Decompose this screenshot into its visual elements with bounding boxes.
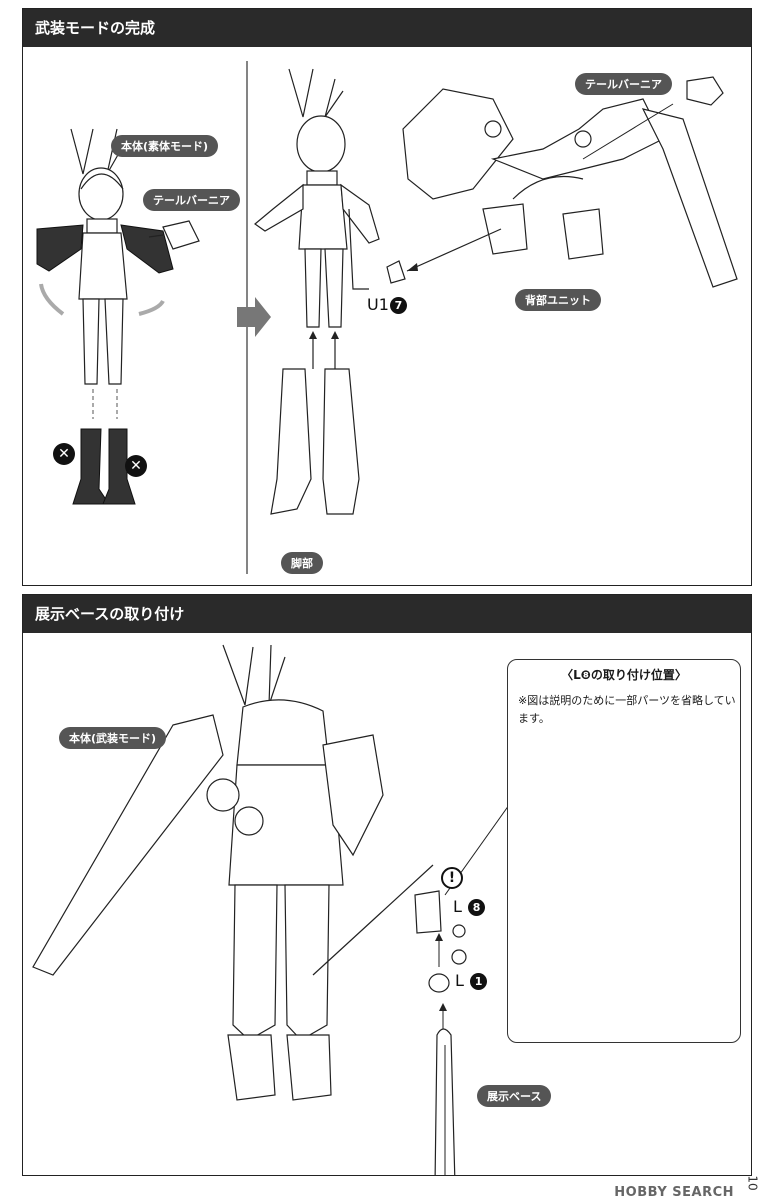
label-tail-verneer-right: テールバーニア	[575, 73, 672, 95]
x-circle-icon: ✕	[125, 455, 147, 477]
part-l1: L 1	[455, 971, 488, 990]
part-badge: 1	[470, 973, 488, 990]
armed-body-figure	[32, 644, 434, 1101]
part-code: U1	[367, 295, 389, 314]
back-unit	[402, 88, 738, 288]
display-base	[434, 1028, 456, 1175]
label-display-base: 展示ベース	[477, 1085, 552, 1107]
watermark: HOBBY SEARCH	[614, 1185, 734, 1200]
section-title: 武装モードの完成	[23, 9, 751, 47]
section-title: 展示ベースの取り付け	[23, 595, 751, 633]
body-figure-left	[36, 128, 200, 505]
part-badge: 8	[468, 899, 486, 916]
page-number: 10	[745, 1175, 760, 1191]
l8-part	[414, 890, 467, 1029]
part-code: L	[453, 897, 462, 916]
inset-note: ※図は説明のために一部パーツを省略しています。	[518, 694, 736, 725]
exclamation-circle-icon: !	[441, 867, 463, 889]
inset-l8-position: 〈L❽の取り付け位置〉 ※図は説明のために一部パーツを省略しています。	[507, 659, 741, 1043]
x-circle-icon: ✕	[53, 443, 75, 465]
section-display-base: 展示ベースの取り付け	[22, 594, 752, 1176]
section-armed-mode: 武装モードの完成	[22, 8, 752, 586]
label-tail-verneer-left: テールバーニア	[143, 189, 240, 211]
part-code: L	[455, 971, 464, 990]
label-body-armed: 本体(武装モード)	[59, 727, 167, 749]
body-figure-right	[254, 68, 380, 515]
label-back-unit: 背部ユニット	[515, 289, 601, 311]
u1-7-part	[386, 260, 406, 284]
part-badge: 7	[389, 297, 407, 314]
tail-verneer-right	[582, 76, 724, 160]
part-l8: L 8	[453, 897, 486, 916]
step-arrow	[237, 297, 271, 337]
inset-title: 〈L❽の取り付け位置〉	[561, 668, 687, 682]
armed-mode-illustration	[36, 61, 738, 574]
label-body-basic: 本体(素体モード)	[111, 135, 219, 157]
label-legs: 脚部	[281, 552, 323, 574]
